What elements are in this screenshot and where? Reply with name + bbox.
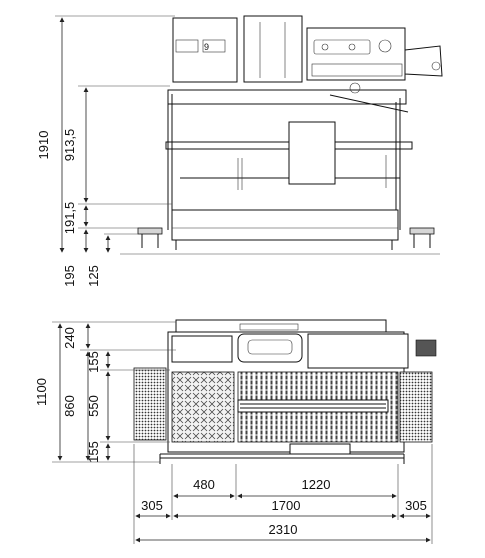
side-view: 9 [36,15,443,287]
center-housing [243,15,303,83]
top-basin [237,333,303,363]
right-grate [399,371,433,443]
dim-480: 480 [193,477,215,492]
dim-240: 240 [62,327,77,349]
svg-text:9: 9 [204,42,209,52]
top-right-panel [307,333,409,369]
dim-155-lower: 155 [86,441,101,463]
dim-305-right: 305 [405,498,427,513]
dim-1700: 1700 [272,498,301,513]
dim-913-5: 913,5 [62,129,77,162]
hanging-box [288,121,336,185]
upper-frame [167,89,407,105]
dim-125: 125 [86,265,101,287]
dim-550: 550 [86,395,101,417]
center-beam [237,399,389,413]
tread-plate [171,371,235,443]
top-left-box [171,335,233,363]
lower-tub [171,209,399,241]
left-grate [133,367,167,441]
dim-1100: 1100 [34,378,49,406]
side-arm [404,45,443,77]
dim-1910: 1910 [36,131,51,160]
dim-155-upper: 155 [86,351,101,373]
top-view: 1100 240 860 155 550 155 480 1220 305 17… [34,319,437,544]
dim-860: 860 [62,395,77,417]
top-control-module [415,339,437,357]
dim-1220: 1220 [302,477,331,492]
dim-195: 195 [62,265,77,287]
left-housing [172,17,238,83]
dim-305-left: 305 [141,498,163,513]
dim-191-5: 191,5 [62,202,77,235]
dim-2310: 2310 [269,522,298,537]
